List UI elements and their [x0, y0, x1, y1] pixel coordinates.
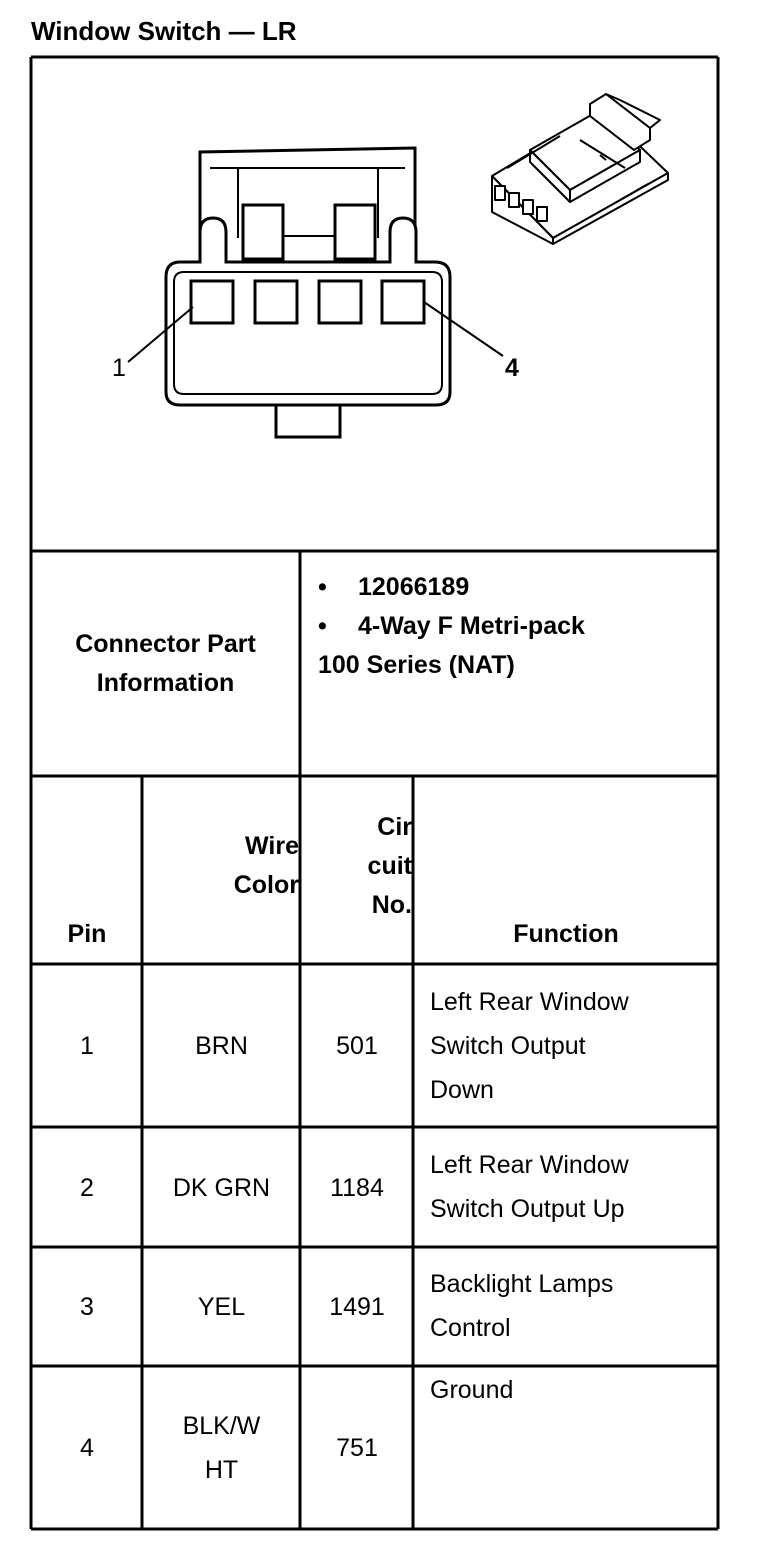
cavity-2	[253, 279, 299, 325]
table-row-2-pin: 2	[80, 1173, 94, 1202]
header-function: Function	[513, 920, 619, 948]
header-pin: Pin	[67, 920, 107, 948]
table-row-4-circuit: 751	[336, 1434, 378, 1462]
part-number: 12066189	[358, 573, 470, 601]
pin-4-label: 4	[505, 354, 519, 382]
table-row-1-pin: 1	[80, 1032, 94, 1060]
connector-series: 100 Series (NAT)	[318, 651, 515, 679]
connector-type-item: • 4-Way F Metri-pack	[318, 607, 585, 646]
header-wire-color: Wire Color	[233, 832, 299, 899]
table-row-2-circuit: 1184	[330, 1173, 384, 1202]
table-row-2-wire-color: DK GRN	[172, 1173, 271, 1202]
page-title: Window Switch — LR	[31, 16, 297, 46]
connector-part-info-label: Connector Part Information	[75, 629, 256, 697]
table-row-3-wire-color: YEL	[197, 1293, 246, 1321]
pin-4-leader	[423, 301, 504, 357]
part-number-item: • 12066189	[318, 568, 585, 607]
pin-1-label: 1	[112, 354, 126, 382]
table-row-3-function: Backlight Lamps Control	[430, 1270, 614, 1342]
connector-part-info-value: • 12066189 • 4-Way F Metri-pack 100 Seri…	[318, 568, 585, 685]
table-row-1-circuit: 501	[336, 1032, 378, 1060]
table-row-3-pin: 3	[80, 1293, 94, 1321]
cavity-1	[189, 279, 235, 325]
table-row-4-function: Ground	[430, 1376, 514, 1404]
cavity-4	[380, 279, 426, 325]
table-row-1-wire-color: BRN	[195, 1032, 248, 1060]
table-row-1-function: Left Rear Window Switch Output Down	[430, 988, 629, 1104]
pin-1-leader	[127, 306, 194, 363]
connector-face-drawing	[127, 146, 504, 439]
table-row-4-wire-color: BLK/W HT	[182, 1412, 261, 1484]
table-row-3-circuit: 1491	[329, 1293, 385, 1321]
connector-isometric-drawing	[491, 93, 669, 245]
table-grid	[29, 55, 720, 1531]
header-circuit-no: Cir cuit No.	[367, 812, 412, 919]
connector-type: 4-Way F Metri-pack	[358, 612, 585, 640]
table-row-2-function: Left Rear Window Switch Output Up	[430, 1151, 629, 1223]
cavity-3	[317, 279, 363, 325]
table-row-4-pin: 4	[80, 1434, 94, 1462]
